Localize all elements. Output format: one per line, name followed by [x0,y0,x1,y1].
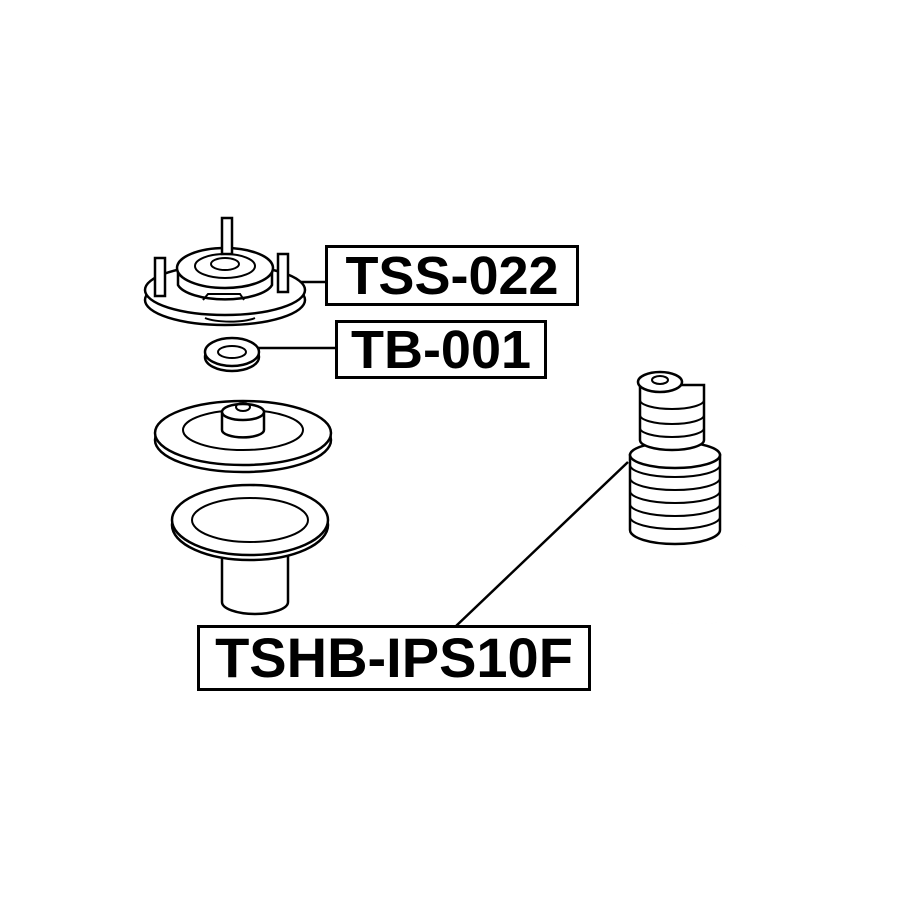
part-number-label-bearing: TB-001 [335,320,547,379]
bump-seat-part [170,483,330,616]
part-number-label-boot: TSHB-IPS10F [197,625,591,691]
spring-seat-part [153,399,333,474]
dust-boot-part [628,370,722,546]
leader-line-boot [454,461,629,628]
part-number-label-top-mount: TSS-022 [325,245,579,306]
strut-mount-part [143,216,307,327]
bearing-part [203,336,261,373]
